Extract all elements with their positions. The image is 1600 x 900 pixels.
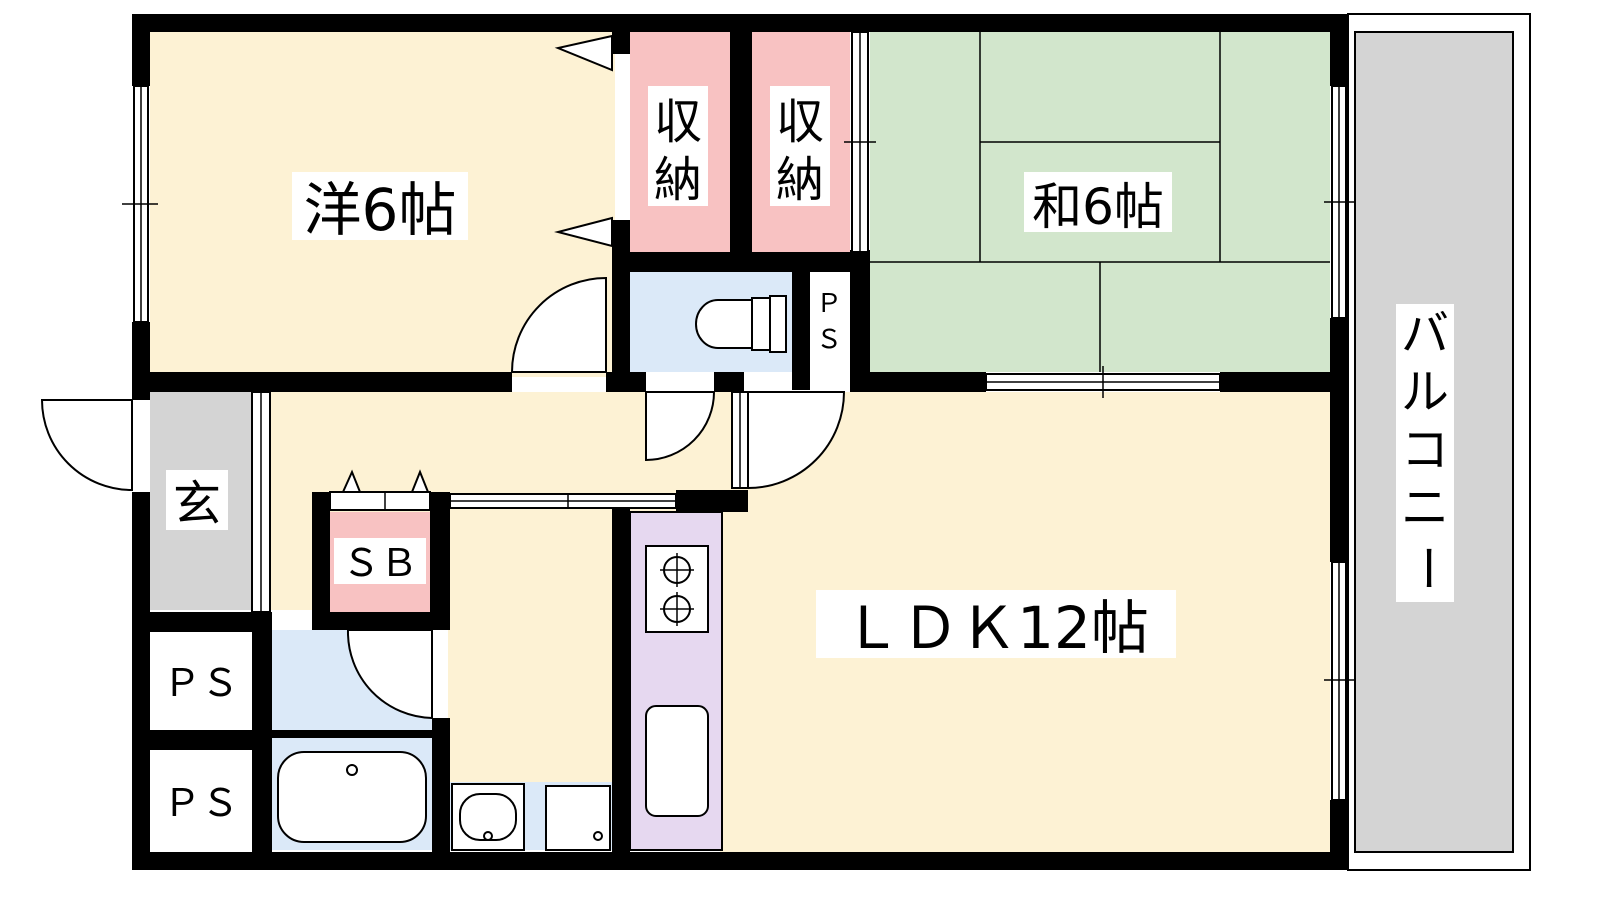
doors [40, 276, 846, 720]
ps-top-label-2: Ｓ [816, 325, 842, 355]
entrance-label: 玄 [173, 476, 221, 532]
balcony-label-char-1: バ [1401, 306, 1449, 362]
ps-bottom-1-floor [150, 632, 252, 730]
balcony-label-char-5: ー [1399, 544, 1455, 592]
kitchen-sink-icon [645, 705, 709, 817]
balcony-label-char-3: コ [1401, 422, 1449, 478]
western-room-label: 洋6帖 [304, 176, 457, 244]
storage-left-label-1: 収 [654, 94, 702, 150]
tatami-lines [870, 32, 1330, 372]
storage-left-label-2: 納 [654, 152, 702, 208]
storage-right-label-1: 収 [776, 94, 824, 150]
balcony-label-char-2: ル [1401, 364, 1449, 420]
shoe-box-label: ＳＢ [342, 541, 418, 585]
washing-machine-icon [545, 785, 611, 851]
wash-basin-icon [451, 783, 525, 851]
balcony-label: バ ル コ ニ ー [1399, 306, 1455, 592]
ps-top-label-1: Ｐ [816, 289, 842, 319]
ldk-label: ＬＤＫ12帖 [843, 594, 1149, 662]
toilet-icon [695, 295, 787, 353]
japanese-room-label: 和6帖 [1032, 178, 1164, 236]
ps-top-floor [810, 272, 852, 372]
walls [132, 14, 1348, 870]
balcony-label-char-4: ニ [1401, 480, 1449, 536]
storage-right-label-2: 納 [776, 152, 824, 208]
bathtub-icon [277, 751, 427, 843]
ps-bottom-2-floor [150, 750, 252, 850]
closet-doors [329, 34, 613, 511]
ps-bottom-1-label: ＰＳ [163, 661, 239, 705]
ps-bottom-2-label: ＰＳ [163, 781, 239, 825]
